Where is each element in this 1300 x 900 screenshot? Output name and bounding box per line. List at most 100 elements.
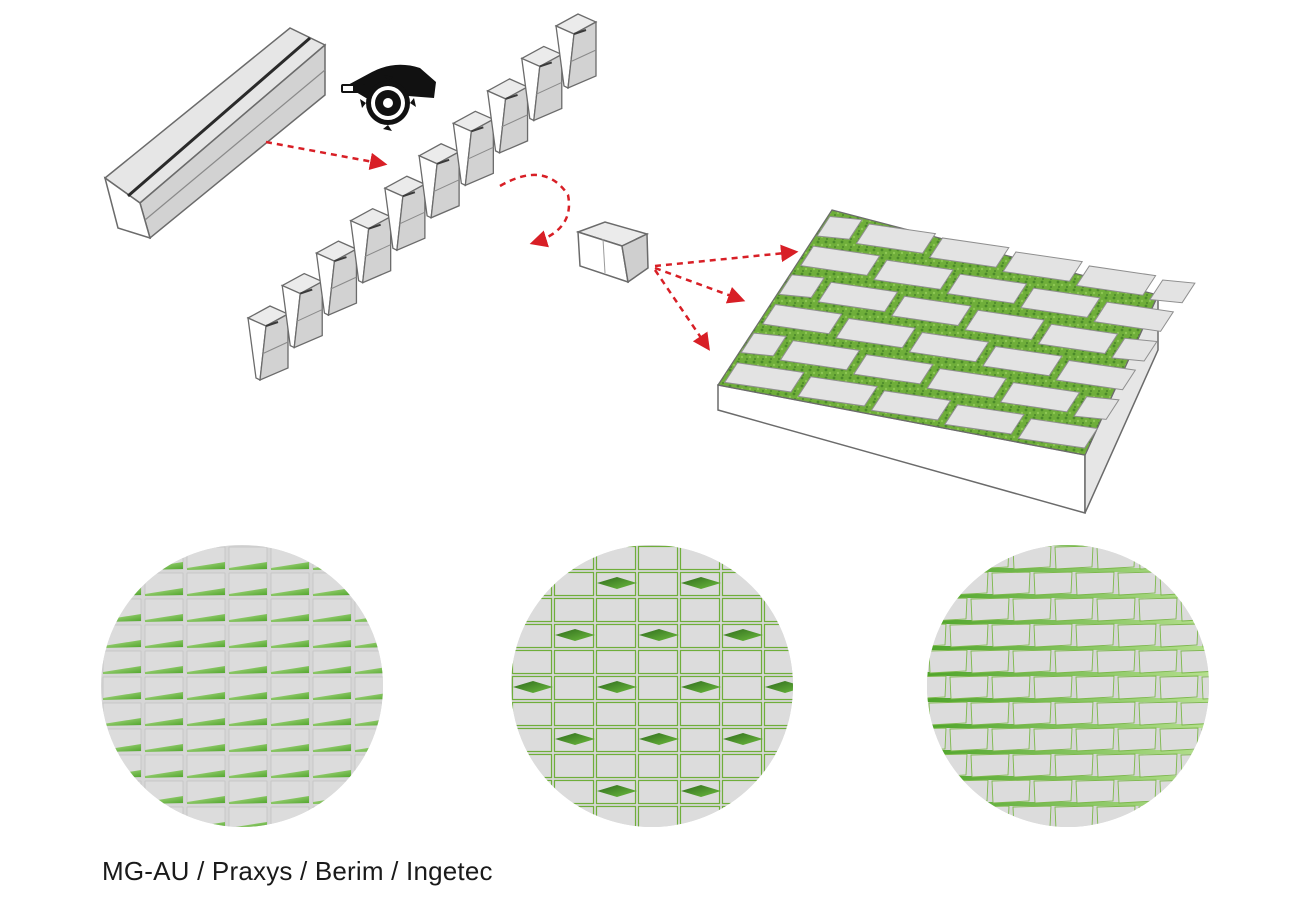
grass-joint [927,568,1209,572]
pattern-tile [721,701,763,727]
grass-joint [61,536,99,544]
pattern-tile [721,675,763,701]
pattern-tile [1076,520,1114,543]
grass-joint [807,629,847,641]
grass-joint [145,822,183,827]
pattern-tile [765,833,804,856]
grass-joint [313,744,351,752]
pattern-tile [102,572,142,596]
pattern-tile [970,545,1010,570]
pattern-tile [721,805,763,827]
pattern-tile [681,833,720,856]
pattern-tile [1180,753,1209,778]
grass-joint [723,629,763,641]
pattern-tile [723,833,762,856]
pattern-tile [927,779,947,804]
pattern-tile [61,703,99,725]
pattern-tile [807,703,846,726]
pattern-tile [61,677,99,699]
pattern-tile [1117,727,1157,752]
pattern-tile [271,833,309,855]
paving-slab [717,209,1196,514]
grass-joint [355,588,383,596]
pattern-tile [228,806,268,827]
pattern-tile [927,623,947,648]
pattern-tile [355,833,393,855]
pattern-tile [1097,858,1135,881]
pattern-tile [471,833,510,856]
paving-stone [816,215,863,240]
pattern-tile [763,753,793,779]
grass-joint [271,562,309,570]
pattern-tile [1033,623,1073,648]
pattern-tile [1033,571,1073,596]
grass-joint [597,681,637,693]
pattern-tile [1159,571,1199,596]
pattern-tile [1012,701,1052,726]
pattern-tile [679,545,721,571]
grass-joint [187,640,225,648]
grass-joint [927,776,1209,780]
pattern-tile [1180,649,1209,674]
pattern-tile [887,702,925,725]
grass-joint [927,620,1209,624]
pattern-tile [511,571,553,597]
pattern-tile [681,521,720,544]
pattern-tile [866,832,904,855]
pattern-tile [471,729,510,752]
grass-joint [313,614,351,622]
pattern-tile [1117,779,1157,804]
grass-joint [187,692,225,700]
pattern-tile [1223,806,1261,829]
grass-joint [145,744,183,752]
pattern-tile [908,520,946,543]
paving-stone [1093,301,1175,332]
stone-beam [103,27,327,240]
credit-text: MG-AU / Praxys / Berim / Ingetec [102,856,493,886]
pattern-tile [887,754,925,777]
pattern-tile [1054,701,1094,726]
grass-joint [103,796,141,804]
grass-joint [513,577,553,589]
grass-joint [271,796,309,804]
pattern-tile [1180,805,1209,827]
pattern-tile [229,521,267,543]
pattern-tile [555,833,594,856]
pattern-tile [637,597,679,623]
pattern-tile [511,727,553,753]
paving-stone [873,259,954,290]
pattern-tile [471,807,510,830]
pattern-tile [949,571,989,596]
pattern-tile [597,833,636,856]
arrow-to-paving-2 [654,266,746,304]
pattern-tile [553,701,595,727]
pattern-tile [1201,727,1209,752]
paving-stone [908,331,990,363]
pattern-tile [61,781,99,803]
paving-stone [1111,337,1158,362]
grass-joint [723,733,763,745]
pattern-tile [597,521,636,544]
pattern-tile [807,625,846,648]
pattern-tile [511,597,553,623]
paving-stone [928,237,1010,268]
pattern-tile [312,546,352,570]
pattern-tile [970,701,1010,726]
grass-joint [103,822,141,827]
pattern-tile [679,701,721,727]
pattern-tile [807,755,846,778]
pattern-tile [1159,727,1199,752]
stone-block [280,272,324,349]
pattern-tile [765,521,804,544]
pattern-tile [1075,779,1115,804]
pattern-tile [61,573,99,595]
pattern-tile [397,521,435,543]
pattern-tile [1223,858,1261,881]
pattern-tile [1180,701,1209,726]
pattern-tile [1223,546,1261,569]
pattern-tile [397,807,435,829]
grass-joint [145,718,183,726]
pattern-tile [1075,675,1115,700]
grass-joint [807,733,847,745]
